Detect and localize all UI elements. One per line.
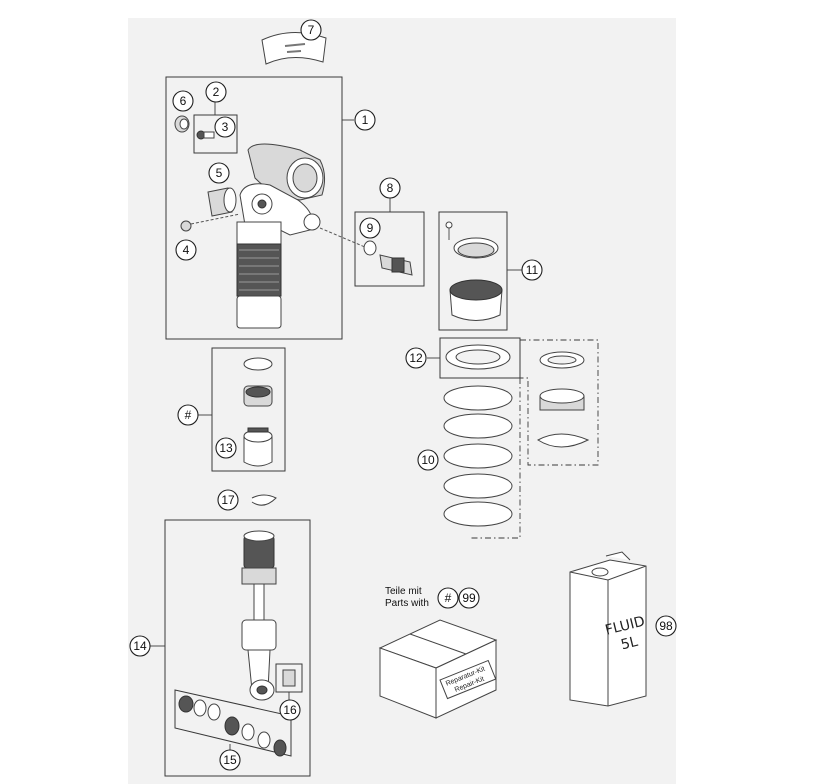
callout-4: 4 xyxy=(175,239,197,261)
svg-text:6: 6 xyxy=(180,94,187,108)
part-6-cap xyxy=(174,115,190,133)
frame-kit-hash xyxy=(211,347,286,472)
callout-2: 2 xyxy=(205,81,227,103)
callout-99: 99 xyxy=(458,587,480,609)
part-16-bolt xyxy=(282,669,296,687)
svg-text:5: 5 xyxy=(216,166,223,180)
svg-text:#: # xyxy=(185,408,192,422)
svg-text:4: 4 xyxy=(183,243,190,257)
svg-text:15: 15 xyxy=(223,753,237,767)
callout-11: 11 xyxy=(521,259,543,281)
svg-text:2: 2 xyxy=(213,85,220,99)
repair-kit-box: Reparatur-Kit Repair-Kit xyxy=(378,619,498,719)
frame-part-14 xyxy=(164,519,311,777)
part-4-screw xyxy=(180,213,241,232)
callout-5: 5 xyxy=(208,162,230,184)
part-14-piston-rod xyxy=(241,530,277,701)
frame-part-8 xyxy=(354,211,425,287)
svg-text:3: 3 xyxy=(222,120,229,134)
svg-text:9: 9 xyxy=(367,221,374,235)
svg-text:10: 10 xyxy=(421,453,435,467)
part-12-alt-seats xyxy=(537,351,590,448)
svg-text:12: 12 xyxy=(409,351,423,365)
part-11-preload-ring xyxy=(445,221,503,321)
part-17-circlip xyxy=(251,494,277,506)
callout-98: 98 xyxy=(655,615,677,637)
svg-text:7: 7 xyxy=(308,23,315,37)
svg-text:13: 13 xyxy=(219,441,233,455)
callout-legend-hash: # xyxy=(437,587,459,609)
svg-text:8: 8 xyxy=(387,181,394,195)
part-12-spring-seat xyxy=(445,344,511,370)
fluid-can: FLUID 5L xyxy=(569,551,647,707)
callout-10: 10 xyxy=(417,449,439,471)
callout-hash: # xyxy=(177,404,199,426)
part-15-shim-stack xyxy=(174,689,292,757)
legend-line2: Parts with xyxy=(385,598,429,609)
callout-13: 13 xyxy=(215,437,237,459)
svg-text:98: 98 xyxy=(659,619,673,633)
callout-15: 15 xyxy=(219,749,241,771)
svg-text:#: # xyxy=(445,591,452,605)
frame-part-1 xyxy=(165,76,343,340)
part-10-spring xyxy=(443,385,513,527)
callout-9: 9 xyxy=(359,217,381,239)
callout-7: 7 xyxy=(300,19,322,41)
svg-text:99: 99 xyxy=(462,591,476,605)
callout-3: 3 xyxy=(214,116,236,138)
svg-text:17: 17 xyxy=(221,493,235,507)
part-13-seal-head xyxy=(243,357,273,467)
callout-6: 6 xyxy=(172,90,194,112)
callout-1: 1 xyxy=(354,109,376,131)
fluid-label-line2: 5L xyxy=(619,634,639,654)
callout-8: 8 xyxy=(379,177,401,199)
parts-2-3-valve xyxy=(193,102,238,154)
svg-text:11: 11 xyxy=(526,263,539,277)
callout-16: 16 xyxy=(279,699,301,721)
part-5-bushing xyxy=(207,187,237,217)
part-8-adjuster xyxy=(319,227,413,276)
svg-text:1: 1 xyxy=(362,113,369,127)
part-1-shock-body xyxy=(236,143,326,329)
svg-text:14: 14 xyxy=(133,639,147,653)
callout-17: 17 xyxy=(217,489,239,511)
frame-part-11 xyxy=(438,211,508,331)
callout-14: 14 xyxy=(129,635,151,657)
callout-12: 12 xyxy=(405,347,427,369)
svg-text:16: 16 xyxy=(283,703,297,717)
legend-line1: Teile mit xyxy=(385,586,422,597)
